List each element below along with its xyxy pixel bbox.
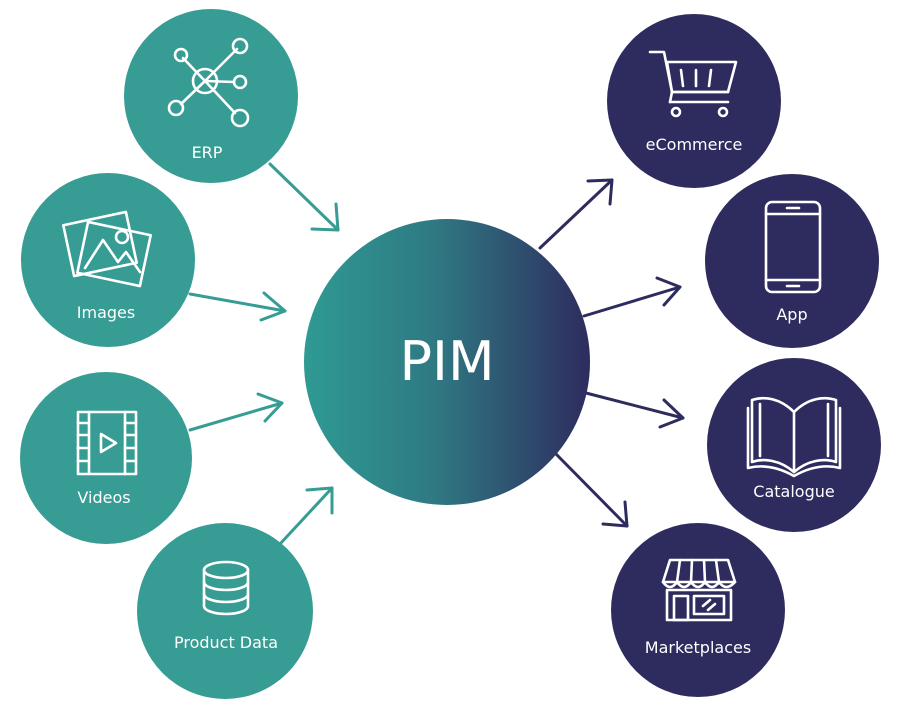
source-node-videos: Videos bbox=[20, 372, 192, 544]
source-label-videos: Videos bbox=[77, 488, 130, 507]
open-book-icon bbox=[746, 396, 842, 478]
source-node-erp: ERP bbox=[124, 9, 298, 183]
arrow-erp bbox=[268, 162, 340, 232]
network-icon bbox=[167, 37, 250, 128]
source-label-erp: ERP bbox=[192, 143, 223, 162]
source-label-images: Images bbox=[77, 303, 135, 322]
arrow-catalogue bbox=[584, 391, 685, 429]
destination-node-marketplaces: Marketplaces bbox=[611, 523, 785, 697]
pim-hub-circle bbox=[304, 219, 590, 505]
database-icon bbox=[202, 560, 250, 616]
smartphone-icon bbox=[764, 200, 822, 294]
pim-hub-label: PIM bbox=[399, 330, 494, 393]
destination-label-ecommerce: eCommerce bbox=[646, 135, 743, 154]
source-node-product-data: Product Data bbox=[137, 523, 313, 699]
source-label-product-data: Product Data bbox=[174, 633, 278, 652]
destination-label-app: App bbox=[776, 305, 807, 324]
arrow-ecommerce bbox=[538, 178, 614, 250]
arrow-marketplaces bbox=[554, 452, 629, 528]
pim-hub: PIM bbox=[304, 219, 590, 505]
arrow-app bbox=[582, 276, 682, 318]
arrow-product-data bbox=[278, 486, 334, 546]
shopping-cart-icon bbox=[648, 50, 738, 118]
destination-node-ecommerce: eCommerce bbox=[607, 14, 781, 188]
storefront-icon bbox=[661, 558, 737, 622]
arrow-videos bbox=[188, 392, 284, 432]
destination-node-app: App bbox=[705, 174, 879, 348]
video-icon bbox=[76, 410, 138, 476]
images-icon bbox=[61, 210, 153, 288]
destination-label-marketplaces: Marketplaces bbox=[645, 638, 751, 657]
destination-arrows bbox=[538, 178, 685, 528]
destination-label-catalogue: Catalogue bbox=[753, 482, 834, 501]
source-arrows bbox=[188, 162, 340, 546]
source-node-images: Images bbox=[21, 173, 195, 347]
destination-node-catalogue: Catalogue bbox=[707, 358, 881, 532]
arrow-images bbox=[188, 291, 287, 322]
